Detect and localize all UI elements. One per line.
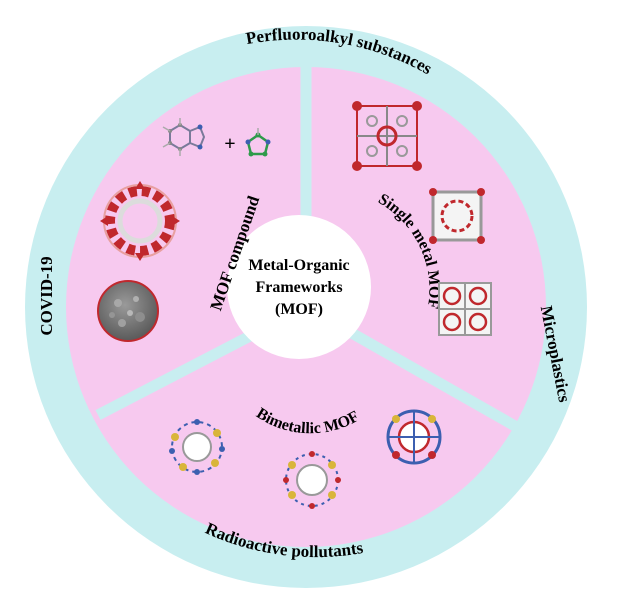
single-metal-mof-grid-icon (438, 282, 492, 336)
center-title-line2: Frameworks (255, 279, 342, 296)
plus-sign: + (224, 133, 235, 155)
single-metal-mof-lattice-icon (352, 101, 422, 171)
bimetallic-mof-cluster-icon-2 (283, 451, 341, 509)
sem-micrograph-icon (97, 280, 159, 342)
center-title-line3: (MOF) (275, 301, 323, 318)
bimetallic-mof-cluster-icon-3 (386, 409, 442, 465)
bimetallic-mof-cluster-icon-1 (169, 419, 225, 475)
center-title-line1: Metal-Organic (248, 257, 349, 274)
outer-label-left: COVID-19 (37, 256, 56, 335)
single-metal-mof-cage-icon (429, 188, 485, 244)
mof-crystal-ring-icon (100, 181, 180, 261)
center-circle (227, 215, 371, 359)
linker-molecule-icon (162, 118, 206, 156)
imidazole-molecule-icon (245, 128, 271, 157)
